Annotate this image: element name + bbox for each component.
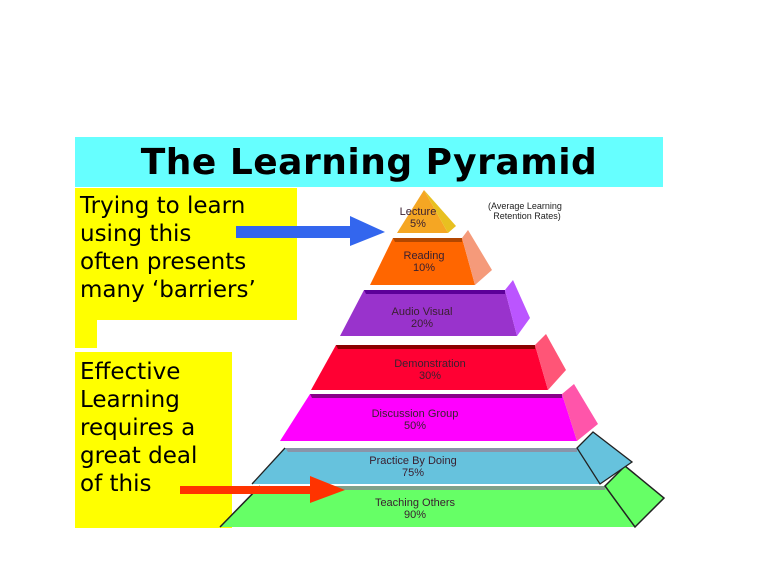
top-callout-text: Trying to learn using this often present… — [80, 193, 256, 303]
page-title: The Learning Pyramid — [140, 141, 598, 183]
layer-label: Demonstration — [394, 358, 466, 370]
pyramid-subtitle-line1: (Average Learning — [488, 201, 562, 211]
layer-label: Lecture — [400, 206, 437, 218]
top-callout-bg — [75, 188, 297, 320]
pyramid-layer-practice-by-doing: Practice By Doing 75% — [251, 431, 634, 485]
pyramid-layer-lecture: Lecture 5% — [397, 190, 456, 233]
blue-arrow-icon — [236, 216, 385, 246]
pyramid-layer-demonstration: Demonstration 30% — [311, 334, 566, 390]
layer-value: 20% — [411, 318, 433, 330]
layer-label: Reading — [404, 250, 445, 262]
layer-value: 10% — [413, 262, 435, 274]
layer-value: 90% — [404, 509, 426, 521]
bottom-callout-text: Effective Learning requires a great deal… — [80, 359, 198, 497]
layer-value: 5% — [410, 218, 426, 230]
layer-label: Audio Visual — [392, 306, 453, 318]
pyramid-layer-audio-visual: Audio Visual 20% — [340, 280, 530, 336]
layer-value: 50% — [404, 420, 426, 432]
title-banner: The Learning Pyramid — [75, 137, 663, 187]
bottom-callout-bg — [75, 320, 97, 348]
layer-label: Practice By Doing — [369, 455, 456, 467]
pyramid-layer-reading: Reading 10% — [370, 230, 492, 285]
layer-value: 30% — [419, 370, 441, 382]
pyramid-subtitle-line2: Retention Rates) — [493, 211, 561, 221]
layer-value: 75% — [402, 467, 424, 479]
bottom-callout-bg-main — [75, 352, 232, 528]
red-arrow-icon — [180, 476, 345, 503]
layer-label: Discussion Group — [372, 408, 459, 420]
layer-label: Teaching Others — [375, 497, 456, 509]
pyramid-layer-discussion-group: Discussion Group 50% — [280, 384, 598, 441]
